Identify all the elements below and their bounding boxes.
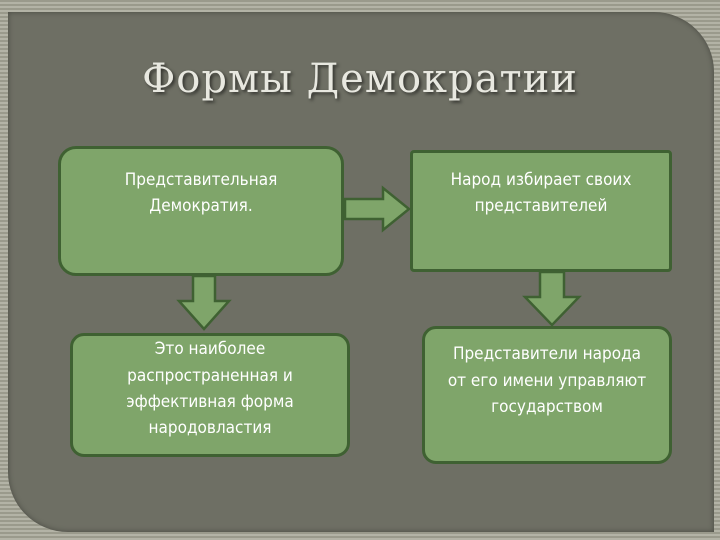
representatives-govern-box: Представители народа от его имени управл… [422, 326, 672, 464]
representative-democracy-text: Представительная Демократия. [124, 169, 278, 216]
representatives-govern-text: Представители народа от его имени управл… [447, 344, 647, 418]
people-elect-text: Народ избирает своих представителей [450, 169, 632, 216]
arrow-right-icon [343, 185, 411, 233]
slide-title: Формы Демократии [142, 56, 578, 102]
definition-box: Это наиболее распространенная и эффектив… [70, 333, 350, 457]
people-elect-box: Народ избирает своих представителей [410, 150, 672, 272]
definition-text: Это наиболее распространенная и эффектив… [126, 339, 294, 439]
arrow-down-icon [522, 270, 582, 327]
representative-democracy-box: Представительная Демократия. [58, 146, 344, 276]
arrow-down-icon [176, 274, 232, 331]
